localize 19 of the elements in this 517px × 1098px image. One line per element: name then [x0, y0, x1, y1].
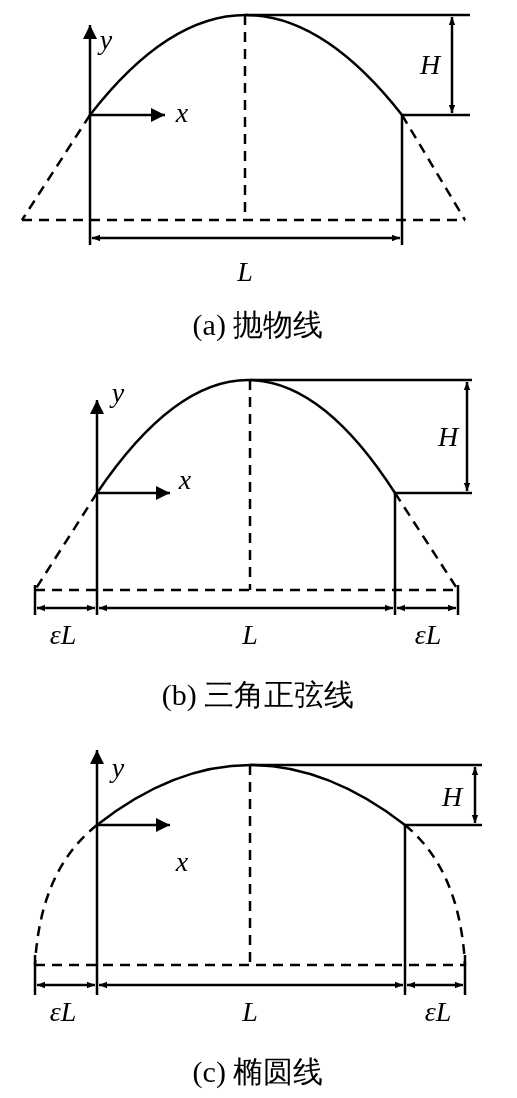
dimension-label: H [437, 421, 459, 453]
caption: (c) 椭圆线 [192, 1053, 324, 1090]
dimension-label: εL [414, 619, 442, 651]
dimension-label: εL [424, 996, 452, 1028]
caption: (b) 三角正弦线 [161, 676, 355, 713]
axis-label: x [178, 464, 192, 496]
dimension-label: H [441, 781, 463, 813]
dimension-label: L [242, 619, 258, 651]
axis-label: x [175, 846, 189, 878]
axis-label: x [175, 97, 189, 129]
axis-label: y [111, 752, 125, 784]
dimension-label: H [419, 49, 441, 81]
dimension-label: L [242, 996, 258, 1028]
dimension-label: L [237, 256, 253, 288]
axis-label: y [99, 24, 113, 56]
dimension-label: εL [49, 996, 77, 1028]
dimension-label: εL [49, 619, 77, 651]
caption: (a) 抛物线 [192, 306, 324, 343]
axis-label: y [111, 377, 125, 409]
